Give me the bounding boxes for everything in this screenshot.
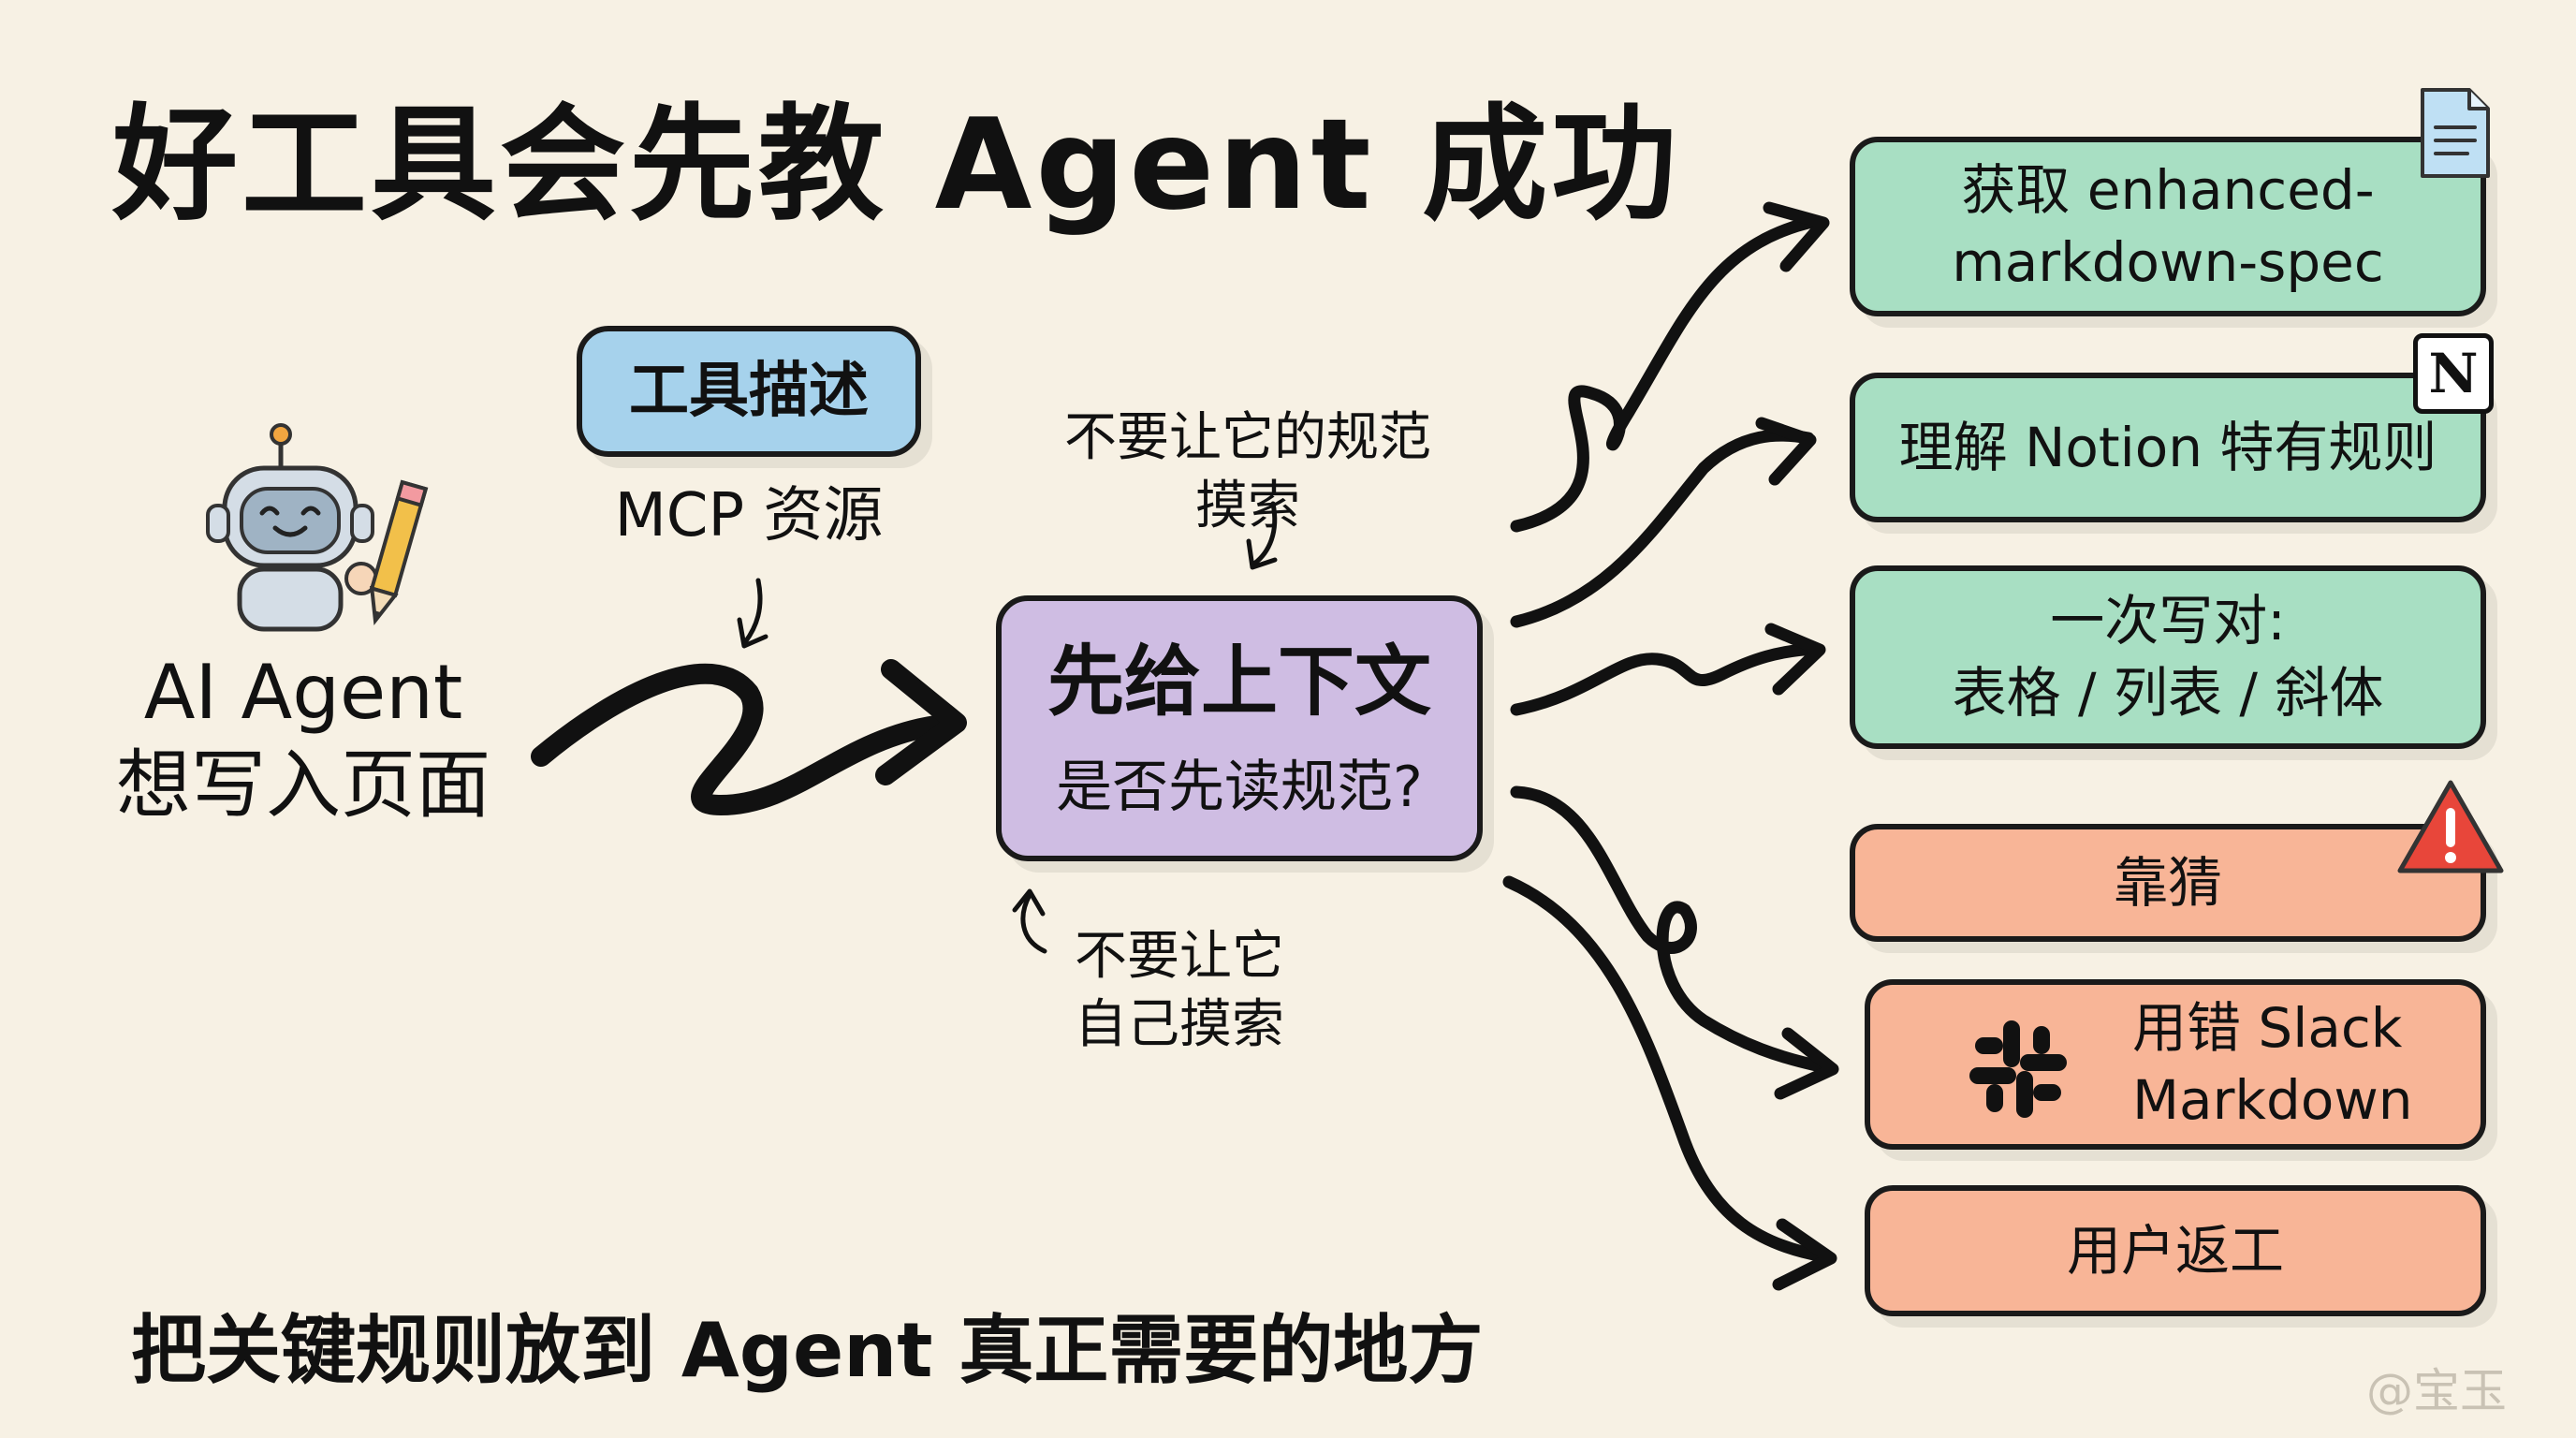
arrowhead-to-notion	[1755, 417, 1817, 486]
notion-icon: N	[2413, 333, 2494, 414]
outcome-write-correctly: 一次写对: 表格 / 列表 / 斜体	[1850, 565, 2486, 749]
outcome-guessing: 靠猜	[1850, 824, 2486, 942]
robot-icon	[206, 423, 378, 632]
note-arrow-mcp	[742, 578, 763, 645]
outcome-user-rework: 用户返工	[1865, 1185, 2486, 1316]
note-top-line2: 摸索	[1195, 475, 1300, 536]
watermark: @宝玉	[2366, 1364, 2507, 1418]
outcome-guessing-line1: 靠猜	[2113, 850, 2222, 915]
arrowhead-agent-to-center	[875, 659, 967, 785]
note-arrow-mcp-head	[737, 617, 768, 649]
outcome-write-correctly-line2: 表格 / 列表 / 斜体	[1952, 661, 2384, 725]
note-top-line1: 不要让它的规范	[1064, 407, 1431, 468]
agent-label-line2: 想写入页面	[116, 741, 490, 829]
arrowhead-to-rework	[1772, 1218, 1837, 1291]
outcome-notion-rules: 理解 Notion 特有规则	[1850, 373, 2486, 522]
agent-label: AI Agent 想写入页面	[97, 646, 509, 831]
context-decision-box: 先给上下文 是否先读规范?	[996, 595, 1483, 861]
outcome-fetch-spec-line2: markdown-spec	[1952, 230, 2384, 294]
notion-icon-letter: N	[2428, 342, 2479, 405]
center-sub-text: 是否先读规范?	[1056, 754, 1423, 820]
arrow-to-slack	[1510, 785, 1832, 1074]
arrowhead-to-one-shot	[1764, 623, 1826, 696]
note-bottom-line1: 不要让它	[1075, 926, 1284, 987]
center-main-text: 先给上下文	[1046, 638, 1431, 727]
note-bottom: 不要让它 自己摸索	[1030, 923, 1329, 1060]
tool-description-chip: 工具描述	[577, 326, 921, 457]
outcome-rework-line1: 用户返工	[2066, 1218, 2284, 1283]
mcp-resource-label: MCP 资源	[614, 481, 884, 550]
document-icon	[2421, 88, 2490, 178]
outcome-notion-rules-line1: 理解 Notion 特有规则	[1898, 415, 2437, 479]
outcome-slack-line2: Markdown	[2132, 1068, 2413, 1132]
arrow-agent-to-center	[531, 663, 946, 815]
outcome-wrong-slack-markdown: 用错 Slack Markdown	[1865, 979, 2486, 1150]
arrow-to-notion	[1510, 429, 1815, 628]
outcome-fetch-spec: 获取 enhanced- markdown-spec	[1850, 137, 2486, 316]
note-bottom-line2: 自己摸索	[1075, 993, 1284, 1055]
arrow-to-rework	[1502, 875, 1830, 1263]
note-arrow-bottom-head	[1012, 888, 1046, 917]
outcome-fetch-spec-line1: 获取 enhanced-	[1961, 158, 2375, 223]
slack-icon	[1969, 1020, 2067, 1118]
note-arrow-top	[1251, 501, 1278, 566]
page-title: 好工具会先教 Agent 成功	[112, 92, 1681, 238]
arrow-to-spec	[1510, 214, 1822, 533]
note-arrow-top-head	[1246, 538, 1278, 570]
arrowhead-to-spec	[1763, 201, 1830, 272]
pencil-icon	[369, 479, 429, 626]
footer-caption: 把关键规则放到 Agent 真正需要的地方	[131, 1307, 1484, 1394]
note-top: 不要让它的规范 摸索	[1037, 404, 1458, 541]
outcome-slack-line1: 用错 Slack	[2132, 996, 2403, 1061]
arrowhead-to-slack	[1774, 1027, 1839, 1100]
agent-label-line1: AI Agent	[143, 649, 463, 736]
outcome-write-correctly-line1: 一次写对:	[2050, 589, 2286, 653]
note-arrow-bottom	[1020, 892, 1047, 954]
arrow-to-one-shot	[1510, 642, 1822, 716]
warning-icon	[2397, 780, 2504, 873]
